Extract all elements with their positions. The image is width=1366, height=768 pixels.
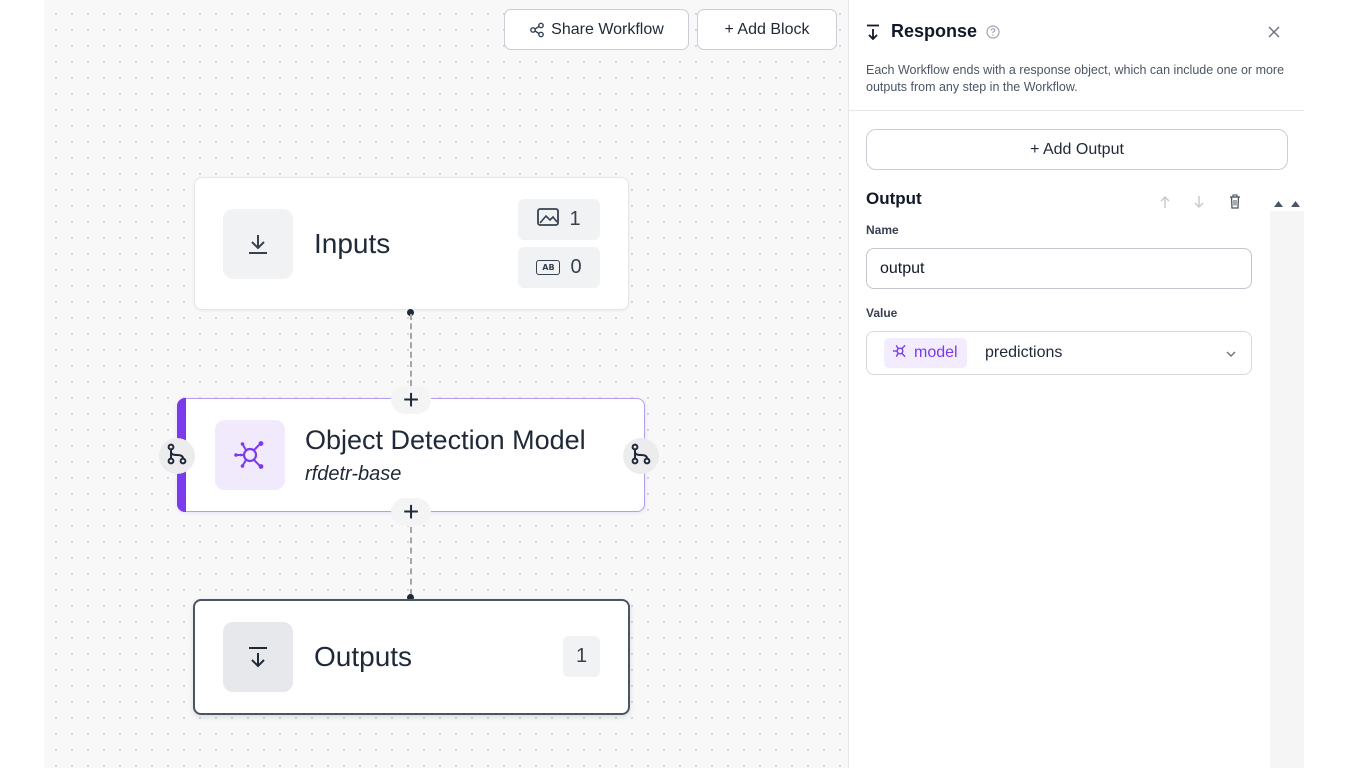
chevron-down-icon <box>1225 347 1237 365</box>
output-value-select[interactable]: model predictions <box>866 331 1252 375</box>
output-name-input[interactable] <box>866 248 1252 289</box>
model-subtitle: rfdetr-base <box>305 463 402 485</box>
output-section-title: Output <box>866 189 922 208</box>
text-icon: AB <box>536 260 561 275</box>
name-label: Name <box>866 223 899 237</box>
branch-icon <box>166 443 188 470</box>
outputs-title: Outputs <box>314 641 413 672</box>
text-input-count: AB 0 <box>518 247 600 288</box>
inputs-node[interactable]: Inputs 1 AB 0 <box>194 177 629 310</box>
add-block-button[interactable]: + Add Block <box>697 9 837 50</box>
add-output-button[interactable]: + Add Output <box>866 129 1288 170</box>
branch-left-button[interactable] <box>159 438 195 474</box>
value-property: predictions <box>985 344 1063 361</box>
branch-icon <box>630 443 652 470</box>
workflow-canvas[interactable]: Share Workflow + Add Block Inputs 1 AB 0… <box>44 0 848 768</box>
share-icon <box>529 22 545 38</box>
inputs-title: Inputs <box>314 228 391 259</box>
collapse-icon[interactable] <box>1273 195 1303 213</box>
value-label: Value <box>866 306 898 320</box>
add-output-label: + Add Output <box>1030 140 1124 158</box>
add-block-below-button[interactable]: + <box>391 496 431 527</box>
output-icon <box>866 24 880 45</box>
outputs-count: 1 <box>563 636 600 677</box>
panel-title: Response <box>891 21 978 41</box>
model-icon <box>892 344 908 363</box>
add-block-label: + Add Block <box>724 20 810 38</box>
panel-scroll-track[interactable] <box>1270 211 1304 768</box>
outputs-node[interactable]: Outputs 1 <box>193 599 630 715</box>
model-icon <box>215 420 285 490</box>
output-icon <box>223 622 293 692</box>
inputs-port[interactable] <box>407 309 414 316</box>
image-input-count: 1 <box>518 199 600 240</box>
arrow-down-icon[interactable] <box>1193 195 1205 214</box>
text-count-value: 0 <box>570 256 582 278</box>
share-workflow-button[interactable]: Share Workflow <box>504 9 689 50</box>
step-chip: model <box>884 338 967 368</box>
image-count-value: 1 <box>569 208 581 230</box>
add-block-above-button[interactable]: + <box>391 384 431 415</box>
object-detection-node[interactable]: Object Detection Model rfdetr-base <box>177 398 645 512</box>
close-icon[interactable] <box>1267 25 1281 44</box>
share-workflow-label: Share Workflow <box>551 20 664 38</box>
arrow-up-icon[interactable] <box>1159 195 1171 214</box>
help-icon[interactable] <box>986 25 1000 44</box>
outputs-port[interactable] <box>407 594 414 601</box>
left-gutter <box>0 0 44 768</box>
connector-model-outputs <box>410 527 412 595</box>
trash-icon[interactable] <box>1229 194 1241 214</box>
model-title: Object Detection Model <box>305 425 586 455</box>
connector-inputs-model <box>410 314 412 386</box>
branch-right-button[interactable] <box>623 438 659 474</box>
panel-header: Response Each Workflow ends with a respo… <box>849 0 1305 111</box>
right-gutter <box>1304 0 1366 768</box>
panel-description: Each Workflow ends with a response objec… <box>866 63 1285 94</box>
response-panel: Response Each Workflow ends with a respo… <box>848 0 1305 768</box>
download-icon <box>223 209 293 279</box>
image-icon <box>537 207 560 232</box>
step-chip-label: model <box>914 344 958 361</box>
